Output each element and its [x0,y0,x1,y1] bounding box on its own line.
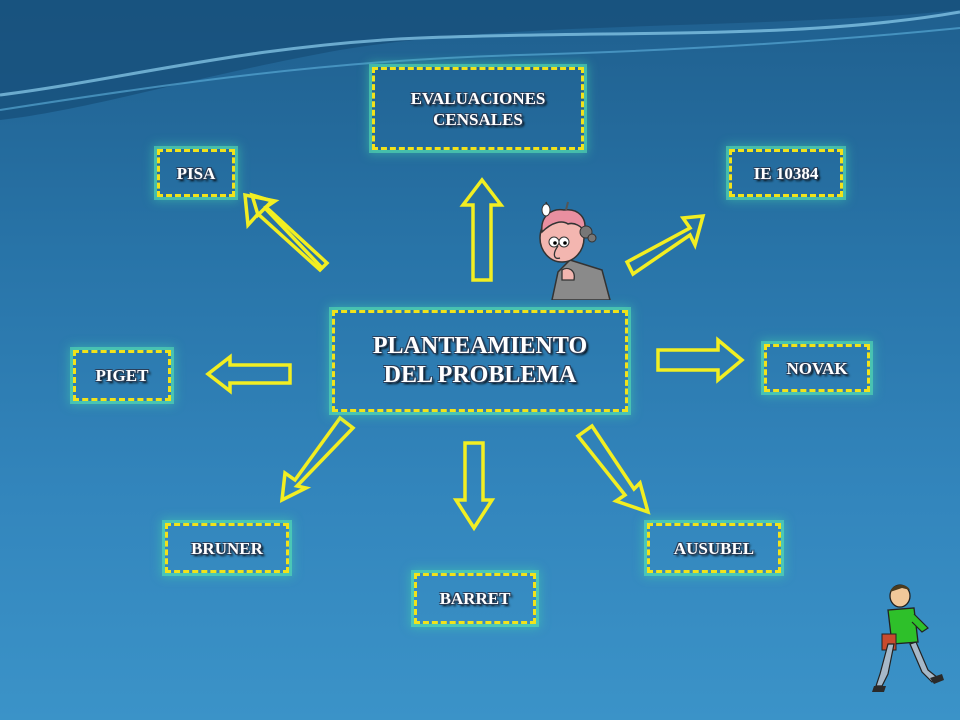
node-ausubel-label: AUSUBEL [673,538,755,558]
background-swoosh [0,0,960,120]
node-barret-label: BARRET [439,589,511,608]
walking-man-clipart-icon [872,584,944,692]
node-barret: BARRET [414,573,536,624]
node-bruner-label: BRUNER [191,538,263,558]
arrow-up-left-shaft [243,192,330,273]
arrow-up-right [624,214,706,277]
node-bruner: BRUNER [165,523,289,573]
node-evaluaciones-censales: EVALUACIONES CENSALES [372,67,584,150]
central-node: PLANTEAMIENTO DEL PROBLEMA [332,310,628,412]
node-pisa-label: PISA [176,163,216,183]
central-label: PLANTEAMIENTO DEL PROBLEMA [372,333,588,388]
arrow-right [656,336,745,384]
node-piget-label: PIGET [95,366,149,385]
node-novak: NOVAK [764,344,870,392]
arrow-down-right [575,423,651,515]
node-pisa: PISA [157,149,235,197]
arrow-up-left [249,192,324,270]
node-ie-label: IE 10384 [753,163,819,183]
node-ausubel: AUSUBEL [647,523,781,573]
arrow-down [452,441,496,532]
node-piget: PIGET [73,350,171,401]
node-evaluaciones-label: EVALUACIONES CENSALES [410,88,546,129]
node-ie-10384: IE 10384 [729,149,843,197]
thinking-man-clipart-icon [539,201,611,300]
node-novak-label: NOVAK [786,358,848,378]
arrow-down-left [279,415,356,504]
arrow-up [459,177,505,282]
arrow-left [205,353,292,395]
